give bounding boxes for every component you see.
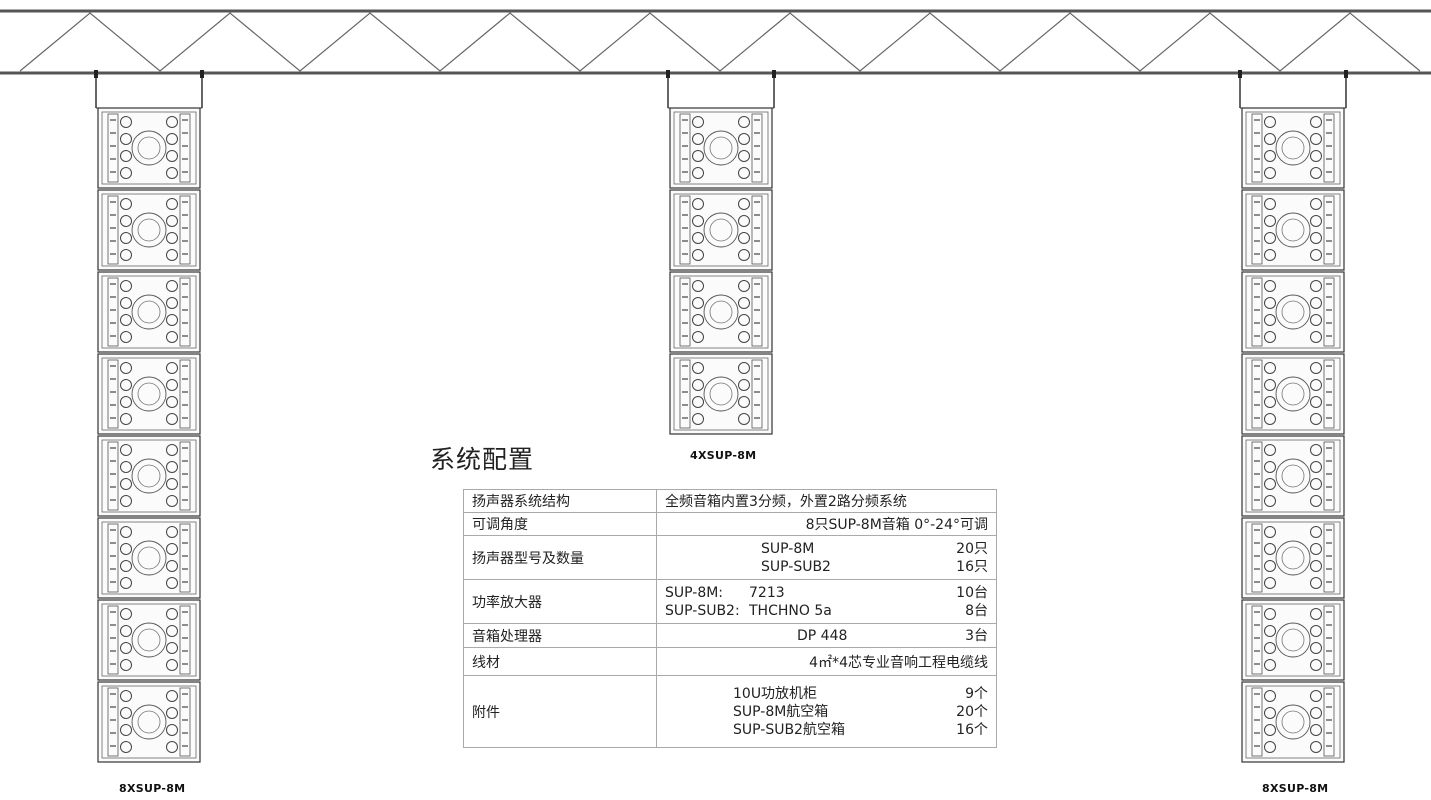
array-label-center: 4XSUP-8M xyxy=(690,449,757,462)
speaker-cabinet xyxy=(1241,107,1345,189)
table-row: 扬声器型号及数量 SUP-8M 20只 SUP-SUB2 16只 xyxy=(463,535,997,580)
row-key: 功率放大器 xyxy=(463,579,657,624)
item-name: 7213 xyxy=(749,584,785,601)
row-key: 音箱处理器 xyxy=(463,623,657,648)
item-name: SUP-8M xyxy=(761,540,815,557)
table-row: 功率放大器 SUP-8M: 7213 10台 SUP-SUB2: THCHNO 5a 8… xyxy=(463,579,997,624)
row-value: SUP-8M 20只 SUP-SUB2 16只 xyxy=(656,535,997,580)
array-label-left: 8XSUP-8M xyxy=(119,782,186,795)
row-key: 扬声器型号及数量 xyxy=(463,535,657,580)
speaker-cabinet xyxy=(1241,681,1345,763)
table-row: 可调角度 8只SUP-8M音箱 0°-24°可调 xyxy=(463,512,997,536)
row-value: 8只SUP-8M音箱 0°-24°可调 xyxy=(656,512,997,536)
speaker-cabinet xyxy=(669,353,773,435)
speaker-cabinet xyxy=(1241,353,1345,435)
item-name: SUP-SUB2航空箱 xyxy=(733,721,845,738)
overhead-truss xyxy=(0,9,1431,75)
speaker-cabinet xyxy=(1241,435,1345,517)
item-qty: 3台 xyxy=(965,627,988,644)
speaker-cabinet xyxy=(97,681,201,763)
speaker-cabinet xyxy=(669,107,773,189)
speaker-cabinet xyxy=(97,271,201,353)
table-row: 音箱处理器 DP 448 3台 xyxy=(463,623,997,648)
item-qty: 20个 xyxy=(956,703,988,720)
item-name: DP 448 xyxy=(797,627,848,644)
row-key: 附件 xyxy=(463,675,657,748)
item-name: SUP-SUB2 xyxy=(761,558,831,575)
system-config-title: 系统配置 xyxy=(430,445,535,474)
row-value: 全频音箱内置3分频，外置2路分频系统 xyxy=(656,489,997,513)
speaker-cabinet xyxy=(97,435,201,517)
line-array-center xyxy=(656,70,790,454)
speaker-cabinet xyxy=(669,271,773,353)
speaker-cabinet xyxy=(97,107,201,189)
table-row: 线材 4㎡*4芯专业音响工程电缆线 xyxy=(463,647,997,676)
item-name: SUP-8M航空箱 xyxy=(733,703,829,720)
speaker-cabinet xyxy=(1241,599,1345,681)
speaker-cabinet xyxy=(97,189,201,271)
item-qty: 8台 xyxy=(965,602,988,619)
speaker-cabinet xyxy=(1241,517,1345,599)
table-row: 扬声器系统结构 全频音箱内置3分频，外置2路分频系统 xyxy=(463,489,997,513)
line-array-left xyxy=(84,70,218,774)
array-label-right: 8XSUP-8M xyxy=(1262,782,1329,795)
system-config-table: 扬声器系统结构 全频音箱内置3分频，外置2路分频系统 可调角度 8只SUP-8M… xyxy=(463,489,997,748)
speaker-cabinet xyxy=(1241,189,1345,271)
speaker-cabinet xyxy=(97,517,201,599)
item-name: 10U功放机柜 xyxy=(733,685,818,702)
row-key: 扬声器系统结构 xyxy=(463,489,657,513)
speaker-cabinet xyxy=(97,599,201,681)
row-value: DP 448 3台 xyxy=(656,623,997,648)
item-qty: 16个 xyxy=(956,721,988,738)
item-qty: 16只 xyxy=(956,558,988,575)
row-value: 10U功放机柜 9个 SUP-8M航空箱 20个 SUP-SUB2航空箱 16个 xyxy=(656,675,997,748)
item-name: THCHNO 5a xyxy=(749,602,832,619)
row-key: 线材 xyxy=(463,647,657,676)
row-value: SUP-8M: 7213 10台 SUP-SUB2: THCHNO 5a 8台 xyxy=(656,579,997,624)
amp-target: SUP-8M: xyxy=(665,584,724,601)
line-array-right xyxy=(1228,70,1362,774)
speaker-cabinet xyxy=(97,353,201,435)
amp-target: SUP-SUB2: xyxy=(665,602,740,619)
item-qty: 9个 xyxy=(965,685,988,702)
table-row: 附件 10U功放机柜 9个 SUP-8M航空箱 20个 SUP-SUB2航空箱 16个 xyxy=(463,675,997,748)
row-key: 可调角度 xyxy=(463,512,657,536)
item-qty: 20只 xyxy=(956,540,988,557)
speaker-cabinet xyxy=(669,189,773,271)
row-value: 4㎡*4芯专业音响工程电缆线 xyxy=(656,647,997,676)
speaker-cabinet xyxy=(1241,271,1345,353)
item-qty: 10台 xyxy=(956,584,988,601)
